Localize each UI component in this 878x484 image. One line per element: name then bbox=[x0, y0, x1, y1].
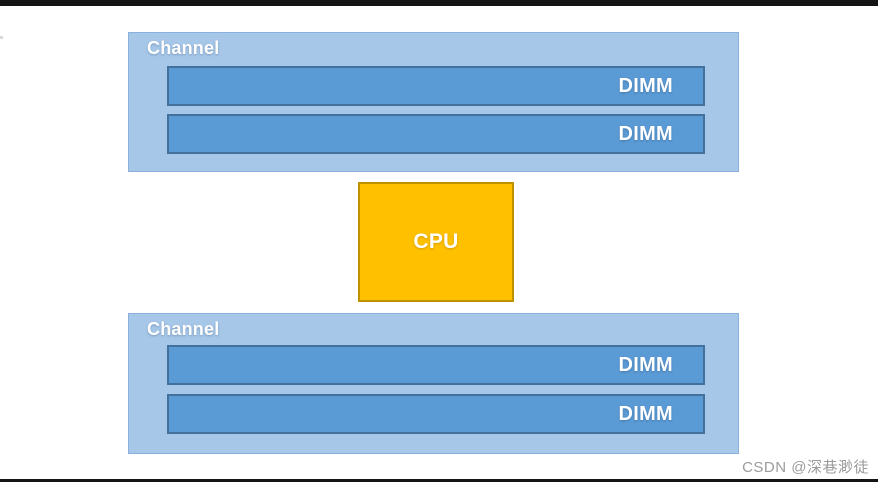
dimm-slot: DIMM bbox=[167, 394, 705, 434]
dimm-label: DIMM bbox=[618, 353, 673, 376]
bottom-black-bar bbox=[0, 479, 878, 482]
dimm-label: DIMM bbox=[618, 74, 673, 97]
channel-label: Channel bbox=[147, 319, 220, 339]
dimm-label: DIMM bbox=[618, 122, 673, 145]
dimm-slot: DIMM bbox=[167, 345, 705, 385]
channel-label: Channel bbox=[147, 38, 220, 58]
cpu-box: CPU bbox=[358, 182, 514, 302]
channel-box-bottom: Channel DIMM DIMM bbox=[128, 313, 739, 454]
top-black-bar bbox=[0, 0, 878, 6]
watermark: CSDN @深巷渺徒 bbox=[742, 459, 869, 476]
channel-box-top: Channel DIMM DIMM bbox=[128, 32, 739, 172]
stray-mark bbox=[0, 36, 3, 39]
dimm-slot: DIMM bbox=[167, 114, 705, 154]
cpu-label: CPU bbox=[413, 230, 459, 253]
dimm-label: DIMM bbox=[618, 402, 673, 425]
dimm-slot: DIMM bbox=[167, 66, 705, 106]
